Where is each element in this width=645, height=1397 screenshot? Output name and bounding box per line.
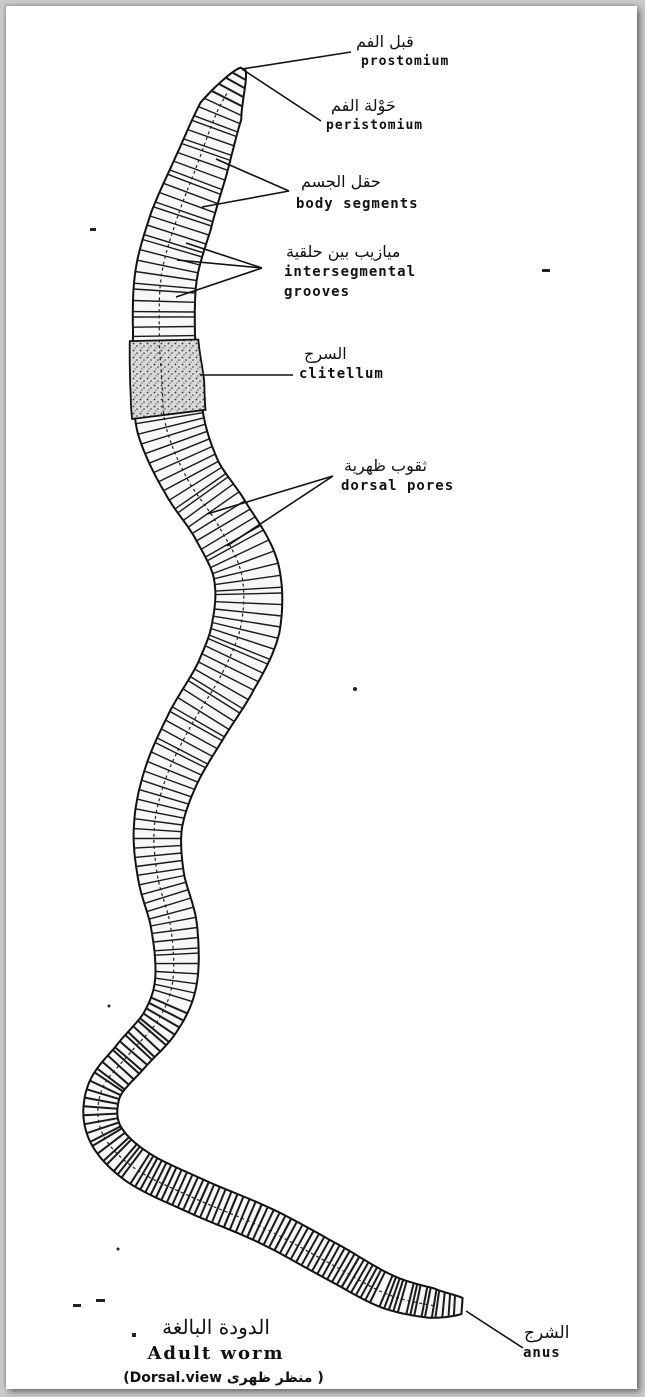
figure-frame: قبل الفم prostomium حَوْلة الفم peristom… — [6, 6, 637, 1389]
segment-groove — [133, 327, 195, 328]
segment-groove — [133, 336, 195, 337]
prostomium-ar-label: قبل الفم — [356, 32, 414, 51]
dorsal-pores-ar-label: ثقوب ظهرية — [344, 456, 427, 475]
body-segments-ar-label: حقل الجسم — [301, 172, 381, 191]
caption-title: Adult worm — [116, 1343, 316, 1364]
peristomium-ar-label: حَوْلة الفم — [331, 96, 396, 115]
worm-outline — [83, 68, 462, 1318]
worm-body — [83, 68, 462, 1318]
caption-view: (Dorsal.view منظر ظهرى ) — [66, 1370, 381, 1386]
grooves-label: grooves — [284, 284, 350, 300]
leader-prostomium — [242, 52, 351, 69]
earthworm-diagram — [6, 6, 637, 1389]
intersegmental-label: intersegmental — [284, 264, 416, 280]
prostomium-label: prostomium — [361, 54, 449, 69]
dorsal-pores-label: dorsal pores — [341, 478, 454, 494]
leader-peristomium — [242, 69, 321, 121]
anus-label: anus — [523, 1345, 561, 1361]
segment-groove — [454, 1295, 455, 1316]
clitellum-shape — [130, 340, 206, 420]
clitellum-ar-label: السرج — [304, 344, 347, 363]
body-segments-label: body segments — [296, 196, 419, 212]
intersegmental-grooves-ar-label: ميازيب بين حلقية — [286, 242, 400, 261]
caption-ar: الدودة البالغة — [116, 1315, 316, 1339]
clitellum-label: clitellum — [299, 366, 384, 382]
clitellum-band — [130, 340, 206, 420]
anus-ar-label: الشرج — [524, 1323, 569, 1343]
leader-anus — [466, 1311, 523, 1348]
peristomium-label: peristomium — [326, 118, 423, 133]
